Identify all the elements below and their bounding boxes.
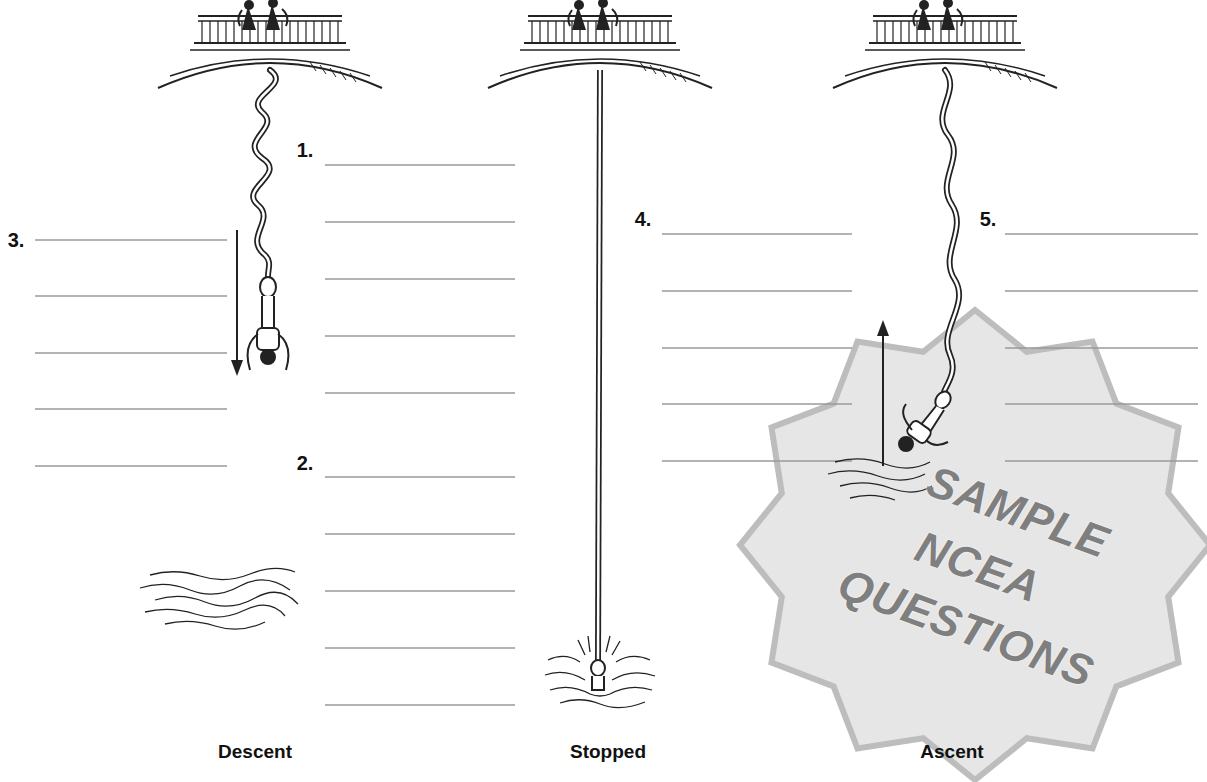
water [140, 568, 298, 629]
bungee-rope [942, 70, 959, 392]
water [828, 459, 932, 500]
jumper [899, 389, 954, 451]
answer-lines [35, 165, 1198, 705]
callout-number: 3. [8, 229, 25, 251]
jumper [247, 277, 288, 370]
panel-caption: Ascent [920, 742, 983, 763]
callout-number: 1. [297, 139, 314, 161]
callout-number: 4. [635, 208, 652, 230]
bridge [158, 0, 382, 88]
water [545, 636, 655, 708]
callout-number: 5. [980, 208, 997, 230]
jumper [591, 660, 605, 690]
motion-arrow [877, 320, 889, 466]
panel-caption: Descent [218, 742, 292, 763]
watermark-star [740, 310, 1207, 780]
callout-number: 2. [297, 452, 314, 474]
panel-caption: Stopped [570, 742, 646, 763]
bungee-rope [598, 70, 600, 664]
motion-arrow [231, 230, 243, 376]
bungee-rope [253, 70, 276, 276]
